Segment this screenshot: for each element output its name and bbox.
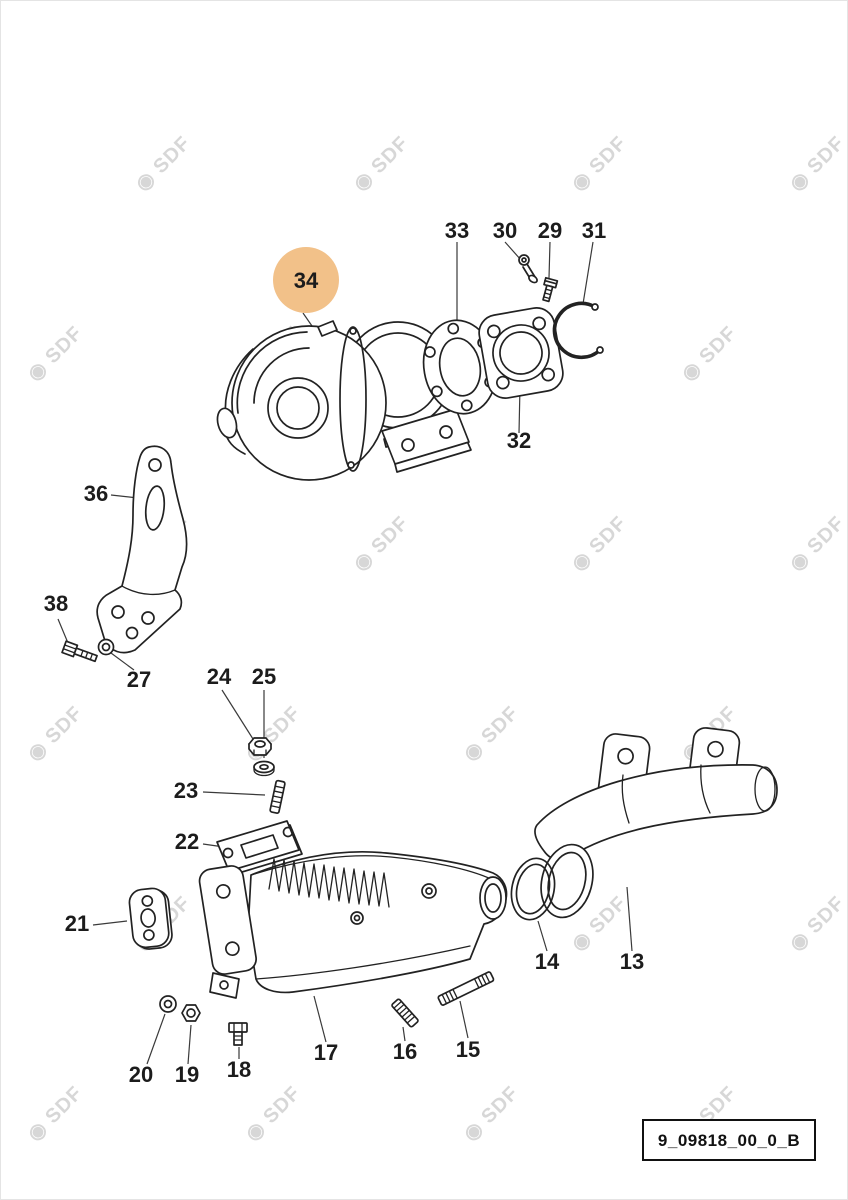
mounting-flange <box>478 307 564 399</box>
callout-38[interactable]: 38 <box>44 591 68 616</box>
callout-15[interactable]: 15 <box>456 1037 480 1062</box>
callout-31[interactable]: 31 <box>582 218 606 243</box>
hex-bolt-18 <box>228 1022 248 1046</box>
exhaust-elbow <box>534 727 778 919</box>
leader-lines <box>57 241 633 1065</box>
flange-gasket-22 <box>216 820 303 876</box>
callout-19[interactable]: 19 <box>175 1062 199 1087</box>
flange-gasket-21 <box>128 887 173 950</box>
lock-washer-27 <box>97 638 115 656</box>
seal-ring <box>510 857 556 921</box>
callout-34-highlight <box>273 247 339 313</box>
callout-32[interactable]: 32 <box>507 428 531 453</box>
support-bracket <box>96 445 188 654</box>
callout-27[interactable]: 27 <box>127 667 151 692</box>
callout-21[interactable]: 21 <box>65 911 89 936</box>
washer-25 <box>253 760 275 777</box>
callout-30[interactable]: 30 <box>493 218 517 243</box>
callout-13[interactable]: 13 <box>620 949 644 974</box>
washer-20 <box>159 995 177 1013</box>
exhaust-manifold-cover <box>198 851 508 999</box>
callout-17[interactable]: 17 <box>314 1040 338 1065</box>
pin-bolt <box>518 254 538 284</box>
callout-34[interactable]: 34 <box>294 268 319 293</box>
callout-25[interactable]: 25 <box>252 664 276 689</box>
hex-nut-24 <box>248 737 272 756</box>
callout-24[interactable]: 24 <box>207 664 232 689</box>
stud-16 <box>391 998 419 1028</box>
callout-29[interactable]: 29 <box>538 218 562 243</box>
stud-15 <box>437 971 495 1006</box>
hex-nut-19 <box>181 1004 201 1022</box>
stud-23 <box>269 779 286 814</box>
hex-bolt-29 <box>542 276 559 303</box>
callout-22[interactable]: 22 <box>175 829 199 854</box>
callout-16[interactable]: 16 <box>393 1039 417 1064</box>
drawing-code: 9_09818_00_0_B <box>658 1131 800 1150</box>
callout-33[interactable]: 33 <box>445 218 469 243</box>
callout-23[interactable]: 23 <box>174 778 198 803</box>
drawing-code-box <box>642 1119 816 1161</box>
callout-14[interactable]: 14 <box>535 949 560 974</box>
callout-20[interactable]: 20 <box>129 1062 153 1087</box>
circlip <box>552 301 604 360</box>
hex-bolt-38 <box>61 640 98 663</box>
callout-18[interactable]: 18 <box>227 1057 251 1082</box>
callout-36[interactable]: 36 <box>84 481 108 506</box>
